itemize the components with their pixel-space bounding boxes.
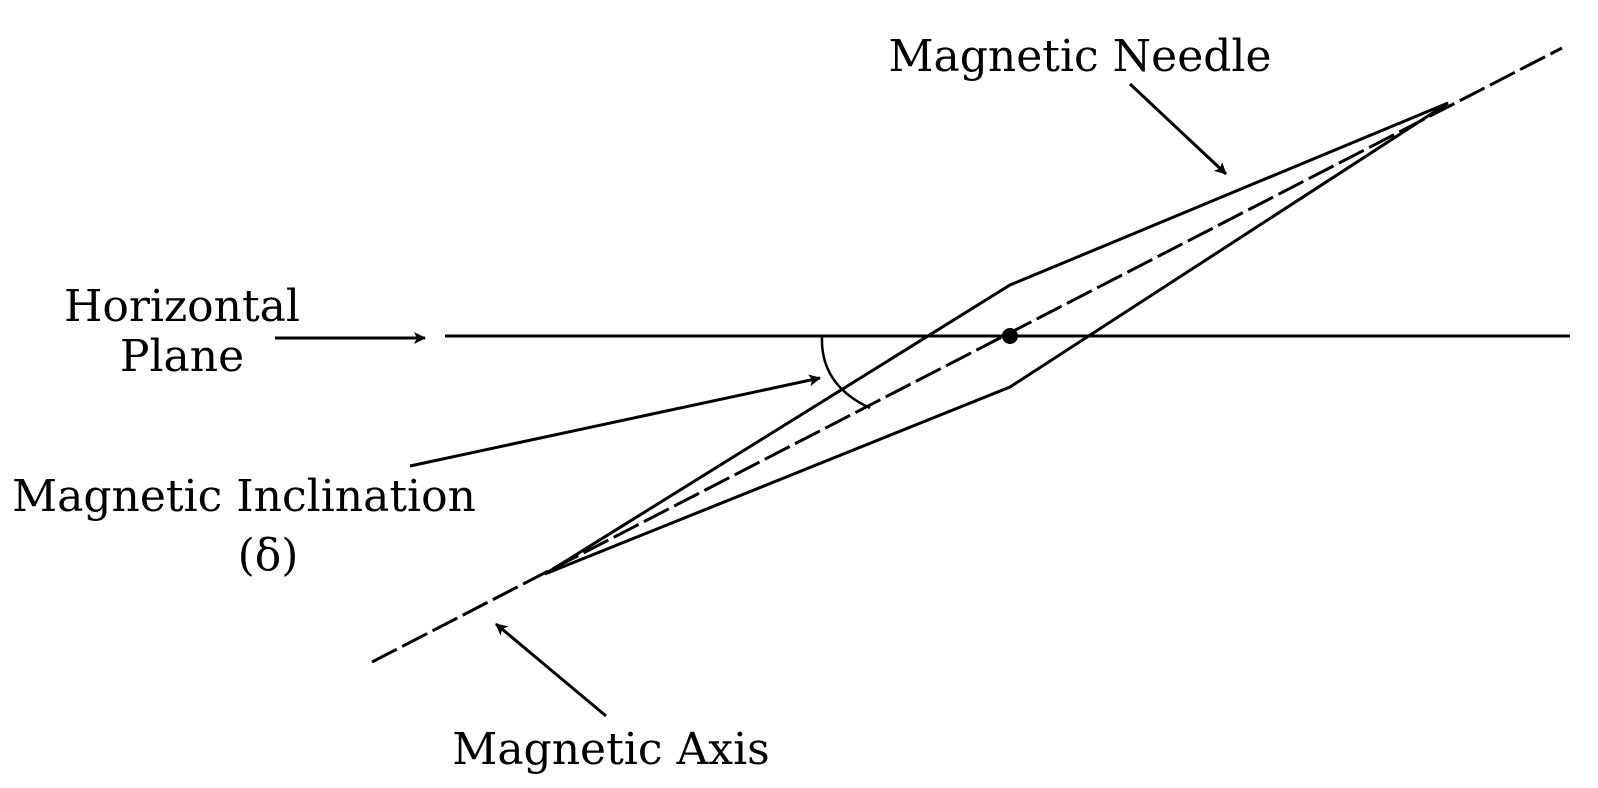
magnetic-axis-arrow xyxy=(495,622,607,718)
magnetic-axis-label: Magnetic Axis xyxy=(452,724,769,775)
magnetic-needle-label: Magnetic Needle xyxy=(888,31,1271,82)
magnetic-inclination-arrow xyxy=(409,374,821,468)
magnetic-needle-shape xyxy=(544,101,1449,576)
magnetic-inclination-label: Magnetic Inclination xyxy=(12,471,476,522)
needle-pivot-dot xyxy=(1002,328,1018,344)
inclination-symbol-label: (δ) xyxy=(238,530,299,581)
inclination-angle-arc xyxy=(820,335,871,410)
magnetic-needle-arrow xyxy=(1128,82,1228,176)
horizontal-plane-label-line2: Plane xyxy=(120,331,244,382)
horizontal-plane-label-line1: Horizontal xyxy=(64,281,300,332)
